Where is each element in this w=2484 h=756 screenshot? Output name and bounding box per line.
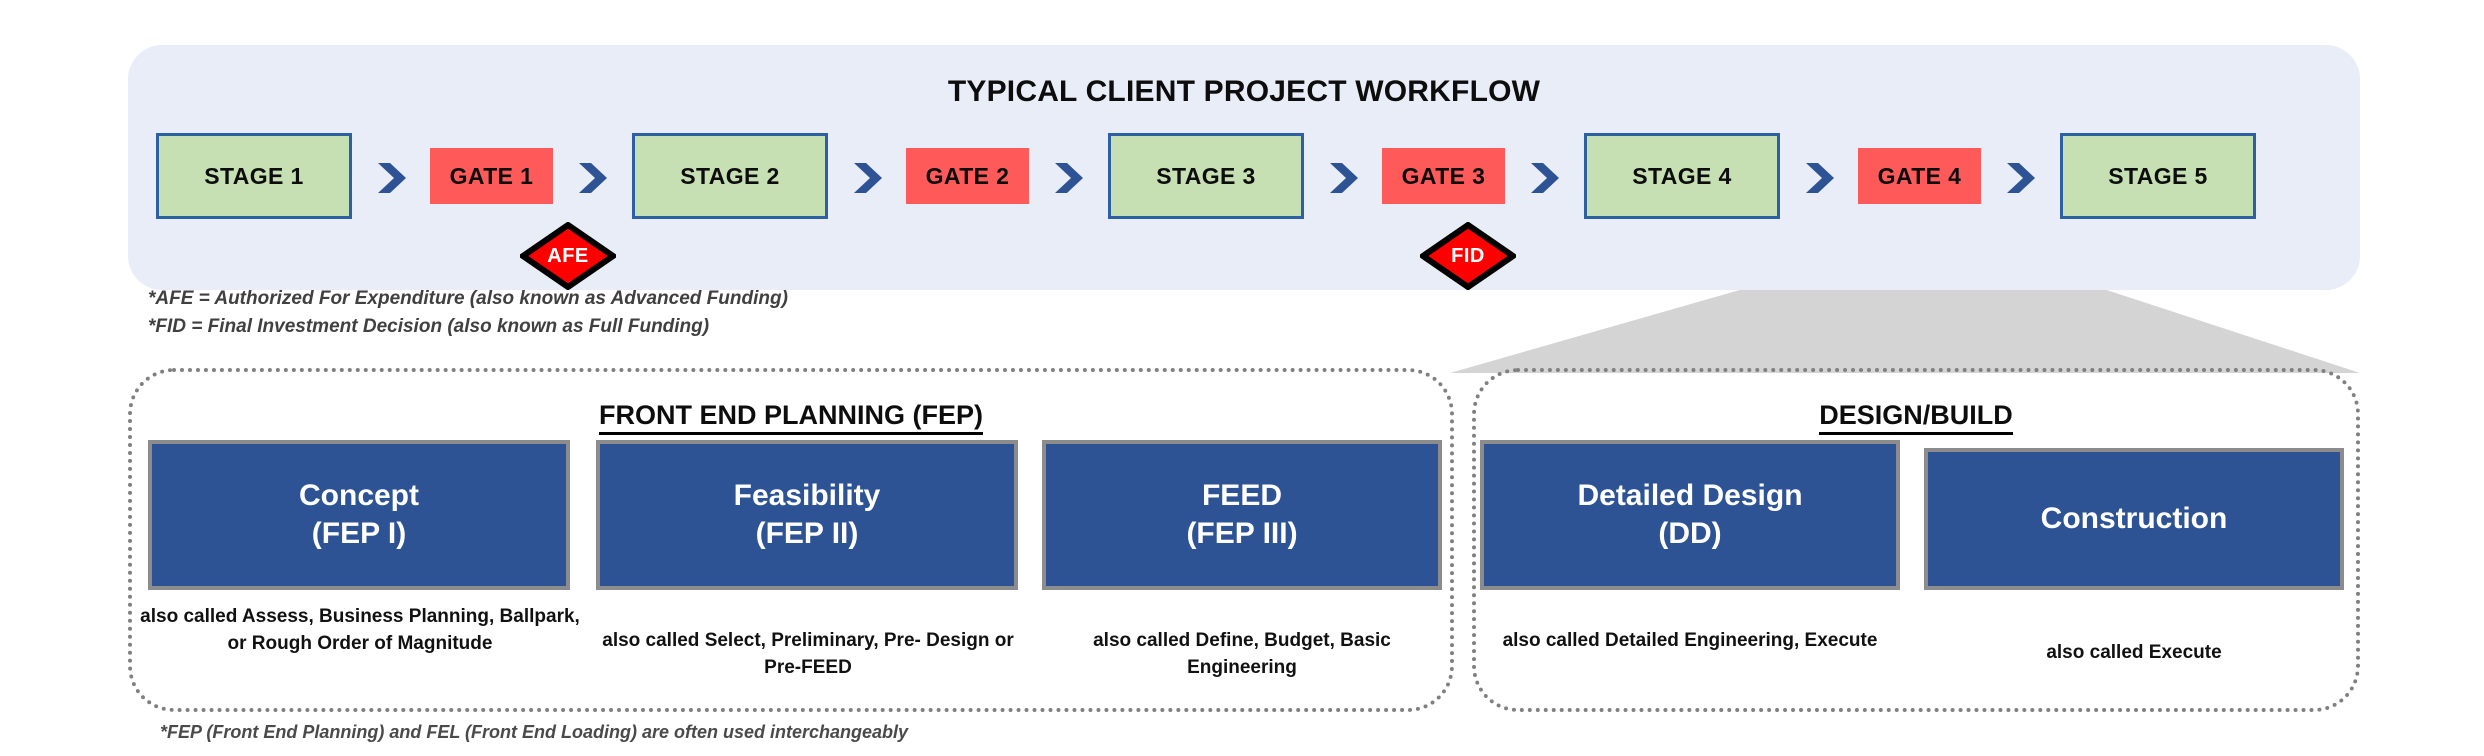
stage-box-3[interactable]: STAGE 3 [1108, 133, 1304, 219]
phase-name-feasibility: Feasibility [733, 479, 881, 513]
chevron-right-icon-7 [1804, 161, 1844, 195]
phase-code-concept: (FEP I) [311, 517, 407, 550]
phase-name-concept: Concept [299, 479, 419, 513]
phase-caption-detailed-design: also called Detailed Engineering, Execut… [1502, 630, 1878, 651]
panel-title-fep: FRONT END PLANNING (FEP) [132, 400, 1450, 435]
phase-box-detailed-design[interactable]: Detailed Design (DD) [1480, 440, 1900, 590]
gate-box-3[interactable]: GATE 3 [1382, 148, 1505, 204]
chevron-right-icon-3 [852, 161, 892, 195]
footnote-afe: *AFE = Authorized For Expenditure (also … [148, 288, 788, 309]
chevron-right-icon-2 [577, 161, 617, 195]
footnote-fep-fel: *FEP (Front End Planning) and FEL (Front… [160, 722, 909, 742]
phase-caption-feasibility: also called Select, Preliminary, Pre- De… [602, 630, 1014, 678]
stage-box-1[interactable]: STAGE 1 [156, 133, 352, 219]
phase-name-construction: Construction [2040, 502, 2228, 536]
milestone-label-fid: FID [1451, 244, 1485, 267]
phase-box-feed[interactable]: FEED (FEP III) [1042, 440, 1442, 590]
funnel-connector [1450, 255, 2360, 375]
stage-box-5[interactable]: STAGE 5 [2060, 133, 2256, 219]
phase-code-feasibility: (FEP II) [755, 517, 859, 550]
panel-design-build: DESIGN/BUILD [1472, 368, 2360, 712]
page-title: TYPICAL CLIENT PROJECT WORKFLOW [947, 75, 1541, 108]
gate-box-2[interactable]: GATE 2 [906, 148, 1029, 204]
phase-box-construction[interactable]: Construction [1924, 448, 2344, 590]
milestone-diamond-afe[interactable]: AFE [520, 222, 616, 290]
phase-name-feed: FEED [1201, 479, 1282, 513]
phase-box-concept[interactable]: Concept (FEP I) [148, 440, 570, 590]
phase-code-detailed-design: (DD) [1658, 517, 1722, 550]
stage-box-2[interactable]: STAGE 2 [632, 133, 828, 219]
chevron-right-icon-6 [1529, 161, 1569, 195]
milestone-label-afe: AFE [547, 244, 589, 267]
phase-code-feed: (FEP III) [1186, 517, 1298, 550]
milestone-diamond-fid[interactable]: FID [1420, 222, 1516, 290]
gate-box-1[interactable]: GATE 1 [430, 148, 553, 204]
footnote-fid: *FID = Final Investment Decision (also k… [148, 316, 710, 337]
workflow-row: STAGE 1 GATE 1 STAGE 2 GATE 2 STAGE 3 GA… [128, 133, 2360, 223]
phase-caption-concept: also called Assess, Business Planning, B… [140, 606, 580, 654]
chevron-right-icon-1 [376, 161, 416, 195]
phase-caption-construction: also called Execute [2046, 642, 2222, 663]
gate-box-4[interactable]: GATE 4 [1858, 148, 1981, 204]
chevron-right-icon-4 [1053, 161, 1093, 195]
panel-front-end-planning: FRONT END PLANNING (FEP) [128, 368, 1454, 712]
chevron-right-icon-5 [1328, 161, 1368, 195]
chevron-right-icon-8 [2005, 161, 2045, 195]
stage-box-4[interactable]: STAGE 4 [1584, 133, 1780, 219]
phase-caption-feed: also called Define, Budget, Basic Engine… [1093, 630, 1391, 678]
phase-name-detailed-design: Detailed Design [1577, 479, 1803, 513]
panel-title-design-build: DESIGN/BUILD [1476, 400, 2356, 435]
phase-box-feasibility[interactable]: Feasibility (FEP II) [596, 440, 1018, 590]
